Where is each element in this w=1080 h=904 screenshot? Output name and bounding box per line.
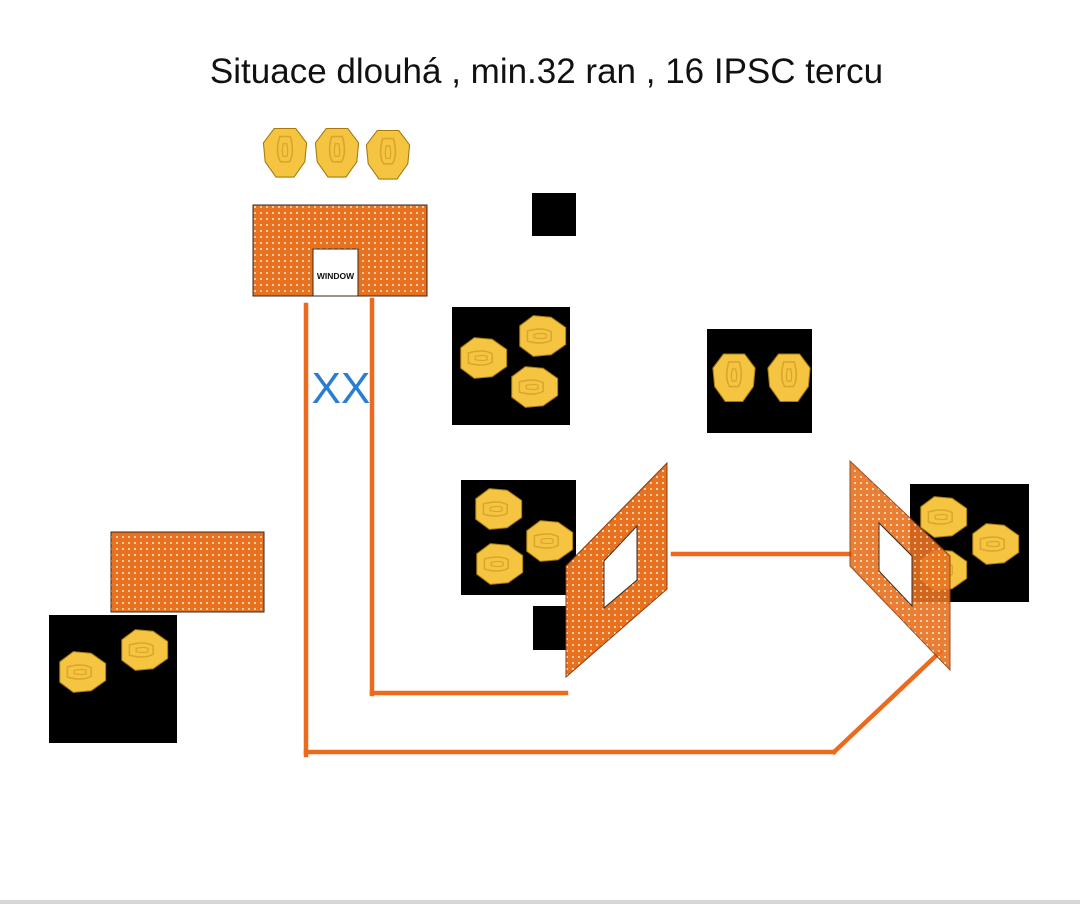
barrier-block bbox=[532, 193, 576, 236]
start-position-marks: XX bbox=[312, 364, 371, 413]
port-window-icon bbox=[312, 248, 359, 297]
wall-with-window: WINDOW bbox=[252, 204, 428, 297]
angled-wall-right bbox=[849, 459, 951, 672]
stage-title: Situace dlouhá , min.32 ran , 16 IPSC te… bbox=[209, 52, 884, 91]
barrier-block bbox=[533, 606, 569, 650]
top-targets bbox=[262, 127, 411, 180]
target-group-center-top bbox=[452, 307, 570, 425]
target-group-left bbox=[49, 615, 177, 743]
port-window-icon bbox=[878, 521, 913, 608]
ipsc-target-icon bbox=[262, 127, 308, 178]
window-label: WINDOW bbox=[317, 271, 355, 281]
ipsc-target-icon bbox=[314, 127, 360, 178]
wall-barrier-icon bbox=[110, 531, 265, 613]
angled-wall-left bbox=[565, 461, 668, 679]
bottom-divider bbox=[0, 900, 1080, 904]
target-group-right-top bbox=[707, 329, 812, 433]
port-window-icon bbox=[603, 524, 638, 610]
target-group-center bbox=[461, 480, 576, 595]
shooting-area-boundary bbox=[303, 297, 944, 758]
ipsc-target-icon bbox=[365, 129, 411, 180]
